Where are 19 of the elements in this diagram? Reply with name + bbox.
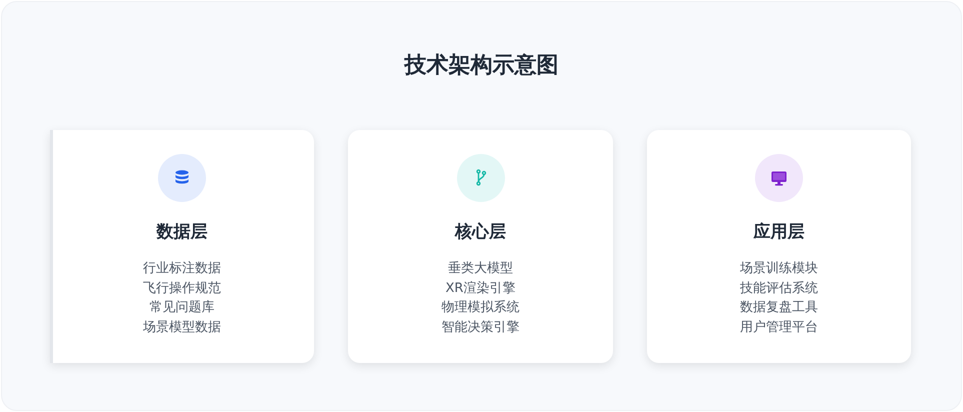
list-item: 场景训练模块	[740, 260, 818, 278]
layer-heading: 数据层	[156, 221, 208, 244]
layer-card	[647, 130, 911, 363]
list-item: 技能评估系统	[740, 280, 818, 298]
list-item: 智能决策引擎	[442, 319, 520, 338]
list-item: 飞行操作规范	[143, 280, 221, 298]
layer-heading: 应用层	[754, 221, 804, 244]
list-item: XR渲染引擎	[446, 280, 516, 298]
list-item: 数据复盘工具	[740, 299, 818, 318]
title: 技术架构示意图	[404, 52, 558, 80]
list-item: 常见问题库	[150, 299, 214, 318]
list-item: 行业标注数据	[143, 260, 221, 278]
list-item: 物理模拟系统	[442, 299, 520, 318]
layer-card	[348, 130, 613, 363]
layer-card	[50, 130, 314, 363]
list-item: 用户管理平台	[740, 319, 818, 338]
list-item: 场景模型数据	[143, 319, 221, 338]
layer-heading: 核心层	[455, 221, 506, 244]
list-item: 垂类大模型	[448, 260, 513, 278]
